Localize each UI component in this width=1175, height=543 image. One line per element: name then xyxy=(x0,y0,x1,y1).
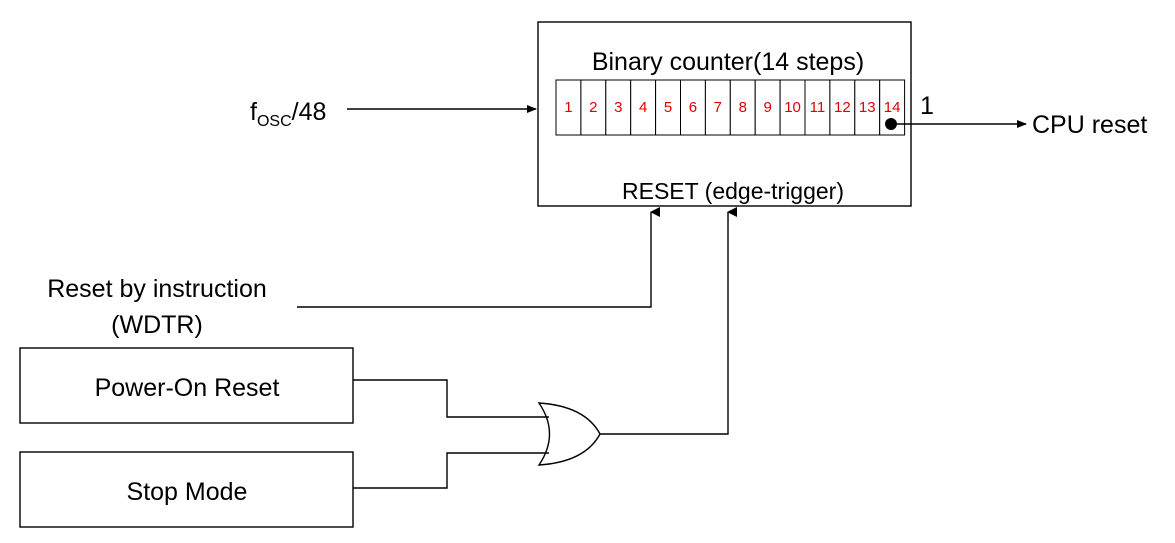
reset-edge-label: RESET (edge-trigger) xyxy=(622,178,844,204)
counter-cell-number: 11 xyxy=(810,99,826,116)
counter-cell-number: 4 xyxy=(639,99,647,116)
counter-cell xyxy=(630,79,657,136)
counter-cell xyxy=(704,79,731,136)
counter-cell-number: 13 xyxy=(859,99,876,116)
power-on-reset-box xyxy=(19,347,354,424)
counter-cell-number: 5 xyxy=(664,99,672,116)
counter-cell-number: 6 xyxy=(689,99,697,116)
counter-cell-number: 7 xyxy=(714,99,722,116)
output-value-label: 1 xyxy=(920,92,934,120)
counter-cell xyxy=(754,79,781,136)
instruction-reset-wire xyxy=(297,207,660,308)
counter-cell xyxy=(879,79,906,136)
counter-cell-number: 14 xyxy=(884,99,901,116)
counter-title: Binary counter(14 steps) xyxy=(592,48,864,76)
reset-instruction-label: Reset by instruction xyxy=(47,275,267,303)
stop-mode-label: Stop Mode xyxy=(127,478,248,506)
power-on-wire xyxy=(353,379,549,418)
counter-cell-number: 2 xyxy=(589,99,597,116)
or-output-wire xyxy=(600,207,737,435)
counter-cell xyxy=(655,79,681,136)
counter-cell-number: 9 xyxy=(763,99,771,116)
counter-cell xyxy=(829,79,856,136)
power-on-reset-label: Power-On Reset xyxy=(95,374,280,402)
counter-cell-number: 10 xyxy=(784,99,801,116)
counter-cell-number: 12 xyxy=(834,99,851,116)
counter-cell xyxy=(580,79,607,136)
counter-cell-number: 8 xyxy=(739,99,747,116)
or-gate xyxy=(537,402,601,466)
counter-cell xyxy=(729,79,756,136)
stop-mode-box xyxy=(19,451,354,528)
cpu-reset-label: CPU reset xyxy=(1032,111,1147,139)
counter-cell-number: 1 xyxy=(564,99,572,116)
clock-input-label: fOSC/48 xyxy=(250,98,326,130)
counter-cell xyxy=(680,79,706,136)
counter-cell xyxy=(555,79,582,136)
stop-mode-wire xyxy=(353,452,549,489)
counter-cell xyxy=(854,79,881,136)
counter-cell xyxy=(804,79,831,136)
reset-instruction-sublabel: (WDTR) xyxy=(111,311,203,339)
counter-cell-number: 3 xyxy=(614,99,622,116)
